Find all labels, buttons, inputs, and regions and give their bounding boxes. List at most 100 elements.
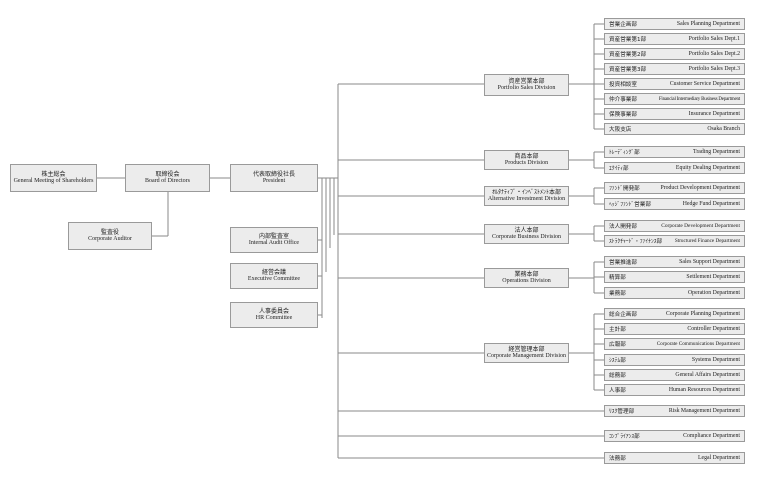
department-box: 総務部 General Affairs Department xyxy=(604,369,745,381)
division-box: 商品本部 Products Division xyxy=(484,150,569,170)
department-box: 営業推進部 Sales Support Department xyxy=(604,256,745,268)
department-en: Corporate Development Department xyxy=(661,223,740,229)
department-en: Corporate Communications Department xyxy=(656,341,740,347)
department-box: 法人開発部 Corporate Development Department xyxy=(604,220,745,232)
department-jp: 資産営業第1部 xyxy=(609,37,647,43)
division-box: 資産営業本部 Portfolio Sales Division xyxy=(484,74,569,96)
department-en: Human Resources Department xyxy=(668,387,740,393)
department-jp: 仲介事業部 xyxy=(609,97,637,103)
department-box: 仲介事業部 Financial Intermediary Business De… xyxy=(604,93,745,105)
executive-committee-jp: 経営会議 xyxy=(261,268,286,276)
division-box: 法人本部 Corporate Business Division xyxy=(484,224,569,244)
department-box: 投資相談室 Customer Service Department xyxy=(604,78,745,90)
division-en: Operations Division xyxy=(502,278,551,284)
audit-office-en: Internal Audit Office xyxy=(248,240,300,246)
division-jp: 業務本部 xyxy=(514,270,539,278)
department-jp: 資産営業第2部 xyxy=(609,52,647,58)
department-box: ﾌｧﾝﾄﾞ開発部 Product Development Department xyxy=(604,182,745,194)
department-jp: 営業推進部 xyxy=(609,260,637,266)
division-jp: 資産営業本部 xyxy=(508,77,545,85)
hr-committee-jp: 人事委員会 xyxy=(258,307,289,315)
department-box: 大阪支店 Osaka Branch xyxy=(604,123,745,135)
board-en: Board of Directors xyxy=(145,178,190,184)
department-en: Legal Department xyxy=(697,455,740,461)
department-box: ｺﾝﾌﾟﾗｲｱﾝｽ部 Compliance Department xyxy=(604,430,745,442)
department-en: Portfolio Sales Dept.3 xyxy=(688,66,740,72)
department-box: ｴｸｲﾃｨ部 Equity Dealing Department xyxy=(604,162,745,174)
department-box: ｼｽﾃﾑ部 Systems Department xyxy=(604,354,745,366)
department-en: Insurance Department xyxy=(688,111,740,117)
division-en: Corporate Business Division xyxy=(492,234,561,240)
department-box: 資産営業第1部 Portfolio Sales Dept.1 xyxy=(604,33,745,45)
department-box: 資産営業第3部 Portfolio Sales Dept.3 xyxy=(604,63,745,75)
department-en: General Affairs Department xyxy=(675,372,740,378)
board-box: 取締役会 Board of Directors xyxy=(125,164,210,192)
department-jp: ｴｸｲﾃｨ部 xyxy=(609,166,629,172)
audit-office-jp: 内部監査室 xyxy=(258,232,289,240)
department-box: 営業企画部 Sales Planning Department xyxy=(604,18,745,30)
department-jp: 精算部 xyxy=(609,275,626,281)
department-en: Controller Department xyxy=(687,326,740,332)
department-jp: ﾄﾚｰﾃﾞｨﾝｸﾞ部 xyxy=(609,150,640,156)
department-box: ﾍｯｼﾞﾌｧﾝﾄﾞ営業部 Hedge Fund Department xyxy=(604,198,745,210)
auditor-box: 監査役 Corporate Auditor xyxy=(68,222,152,250)
department-en: Financial Intermediary Business Departme… xyxy=(658,96,740,102)
hr-committee-en: HR Committee xyxy=(255,315,293,321)
division-box: ｵﾙﾀﾅﾃｨﾌﾞ・ｲﾝﾍﾞｽﾄﾒﾝﾄ本部 Alternative Investm… xyxy=(484,186,569,206)
department-jp: 法人開発部 xyxy=(609,224,637,230)
shareholders-en: General Meeting of Shareholders xyxy=(13,178,94,184)
department-jp: ｺﾝﾌﾟﾗｲｱﾝｽ部 xyxy=(609,434,640,440)
department-jp: 保険事業部 xyxy=(609,112,637,118)
department-en: Risk Management Department xyxy=(668,408,740,414)
executive-committee-box: 経営会議 Executive Committee xyxy=(230,263,318,289)
president-jp: 代表取締役社長 xyxy=(252,170,295,178)
department-en: Compliance Department xyxy=(683,433,740,439)
department-en: Hedge Fund Department xyxy=(682,201,740,207)
department-box: 総合企画部 Corporate Planning Department xyxy=(604,308,745,320)
auditor-en: Corporate Auditor xyxy=(88,236,132,242)
division-jp: 経営管理本部 xyxy=(508,345,545,353)
department-en: Operation Department xyxy=(688,290,740,296)
department-box: 保険事業部 Insurance Department xyxy=(604,108,745,120)
department-en: Sales Support Department xyxy=(679,259,740,265)
department-jp: 総務部 xyxy=(609,373,626,379)
department-jp: 投資相談室 xyxy=(609,82,637,88)
department-en: Trading Department xyxy=(693,149,740,155)
department-jp: 資産営業第3部 xyxy=(609,67,647,73)
department-en: Portfolio Sales Dept.1 xyxy=(688,36,740,42)
department-en: Sales Planning Department xyxy=(676,21,740,27)
president-box: 代表取締役社長 President xyxy=(230,164,318,192)
board-jp: 取締役会 xyxy=(155,170,180,178)
department-jp: ﾘｽｸ管理部 xyxy=(609,409,635,415)
department-box: 法務部 Legal Department xyxy=(604,452,745,464)
department-jp: 大阪支店 xyxy=(609,127,632,133)
division-en: Corporate Management Division xyxy=(487,353,566,359)
department-jp: 人事部 xyxy=(609,388,626,394)
department-en: Product Development Department xyxy=(660,185,740,191)
department-box: 精算部 Settlement Department xyxy=(604,271,745,283)
department-box: 広報部 Corporate Communications Department xyxy=(604,338,745,350)
division-en: Alternative Investment Division xyxy=(487,196,566,202)
department-jp: 業務部 xyxy=(609,291,626,297)
department-jp: 法務部 xyxy=(609,456,626,462)
division-jp: ｵﾙﾀﾅﾃｨﾌﾞ・ｲﾝﾍﾞｽﾄﾒﾝﾄ本部 xyxy=(491,188,561,196)
department-en: Systems Department xyxy=(691,357,740,363)
department-jp: 総合企画部 xyxy=(609,312,637,318)
department-jp: 広報部 xyxy=(609,342,626,348)
division-en: Products Division xyxy=(504,160,549,166)
division-box: 経営管理本部 Corporate Management Division xyxy=(484,343,569,363)
department-en: Corporate Planning Department xyxy=(665,311,740,317)
department-en: Portfolio Sales Dept.2 xyxy=(688,51,740,57)
audit-office-box: 内部監査室 Internal Audit Office xyxy=(230,227,318,253)
department-jp: ｼｽﾃﾑ部 xyxy=(609,358,626,364)
shareholders-jp: 株主総会 xyxy=(41,170,66,178)
department-box: ｽﾄﾗｸﾁｬｰﾄﾞ・ﾌｧｲﾅﾝｽ部 Structured Finance Dep… xyxy=(604,235,745,247)
department-box: ﾄﾚｰﾃﾞｨﾝｸﾞ部 Trading Department xyxy=(604,146,745,158)
executive-committee-en: Executive Committee xyxy=(247,276,301,282)
division-jp: 商品本部 xyxy=(514,152,539,160)
division-box: 業務本部 Operations Division xyxy=(484,268,569,288)
department-en: Equity Dealing Department xyxy=(675,165,740,171)
department-box: ﾘｽｸ管理部 Risk Management Department xyxy=(604,405,745,417)
